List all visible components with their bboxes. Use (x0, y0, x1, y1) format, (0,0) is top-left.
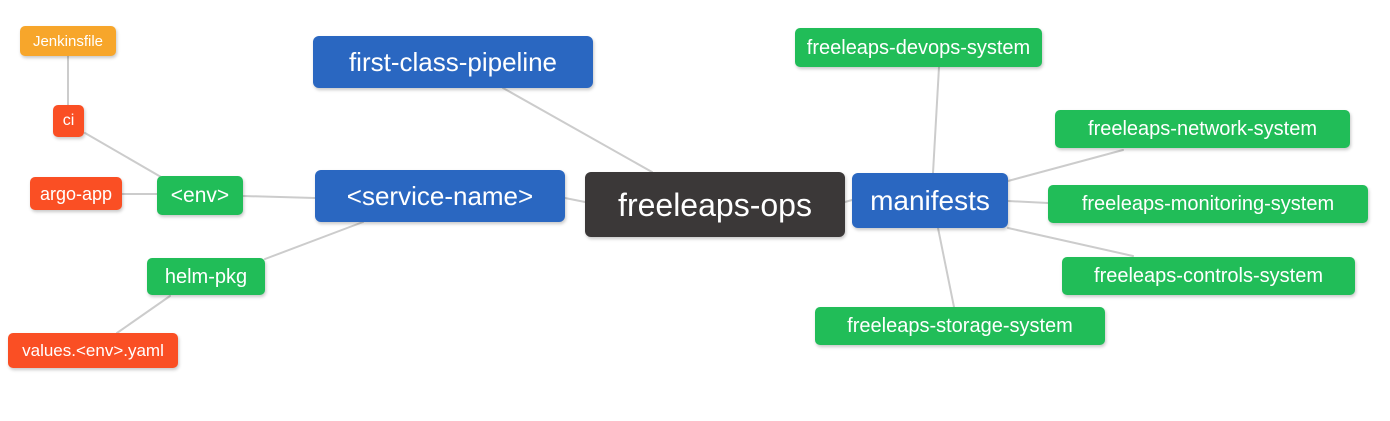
edge-ci-env (84, 132, 162, 178)
node-freeleaps-ops[interactable]: freeleaps-ops (585, 172, 845, 237)
edge-manifests-monitoring (1007, 200, 1049, 204)
node-jenkinsfile[interactable]: Jenkinsfile (20, 26, 116, 56)
node-service-name[interactable]: <service-name> (315, 170, 565, 222)
node-env[interactable]: <env> (157, 176, 243, 215)
edge-manifests-network (1007, 149, 1124, 182)
node-helm-pkg[interactable]: helm-pkg (147, 258, 265, 295)
node-monitoring-system[interactable]: freeleaps-monitoring-system (1048, 185, 1368, 223)
edge-manifests-storage (937, 227, 955, 308)
node-ci[interactable]: ci (53, 105, 84, 137)
edge-manifests-controls (1007, 227, 1134, 257)
edge-helm-pkg-service-name (264, 221, 364, 260)
edge-pipeline-freeleaps-ops (502, 87, 653, 173)
edge-service-name-freeleaps-ops (564, 197, 586, 203)
node-controls-system[interactable]: freeleaps-controls-system (1062, 257, 1355, 295)
edge-values-helm-pkg (116, 295, 171, 334)
node-manifests[interactable]: manifests (852, 173, 1008, 228)
edge-freeleaps-ops-manifests (844, 199, 853, 203)
edge-env-service-name (242, 195, 316, 199)
edge-manifests-devops (932, 66, 940, 174)
node-storage-system[interactable]: freeleaps-storage-system (815, 307, 1105, 345)
node-argo-app[interactable]: argo-app (30, 177, 122, 210)
node-first-class-pipeline[interactable]: first-class-pipeline (313, 36, 593, 88)
node-network-system[interactable]: freeleaps-network-system (1055, 110, 1350, 148)
node-values-env-yaml[interactable]: values.<env>.yaml (8, 333, 178, 368)
node-devops-system[interactable]: freeleaps-devops-system (795, 28, 1042, 67)
